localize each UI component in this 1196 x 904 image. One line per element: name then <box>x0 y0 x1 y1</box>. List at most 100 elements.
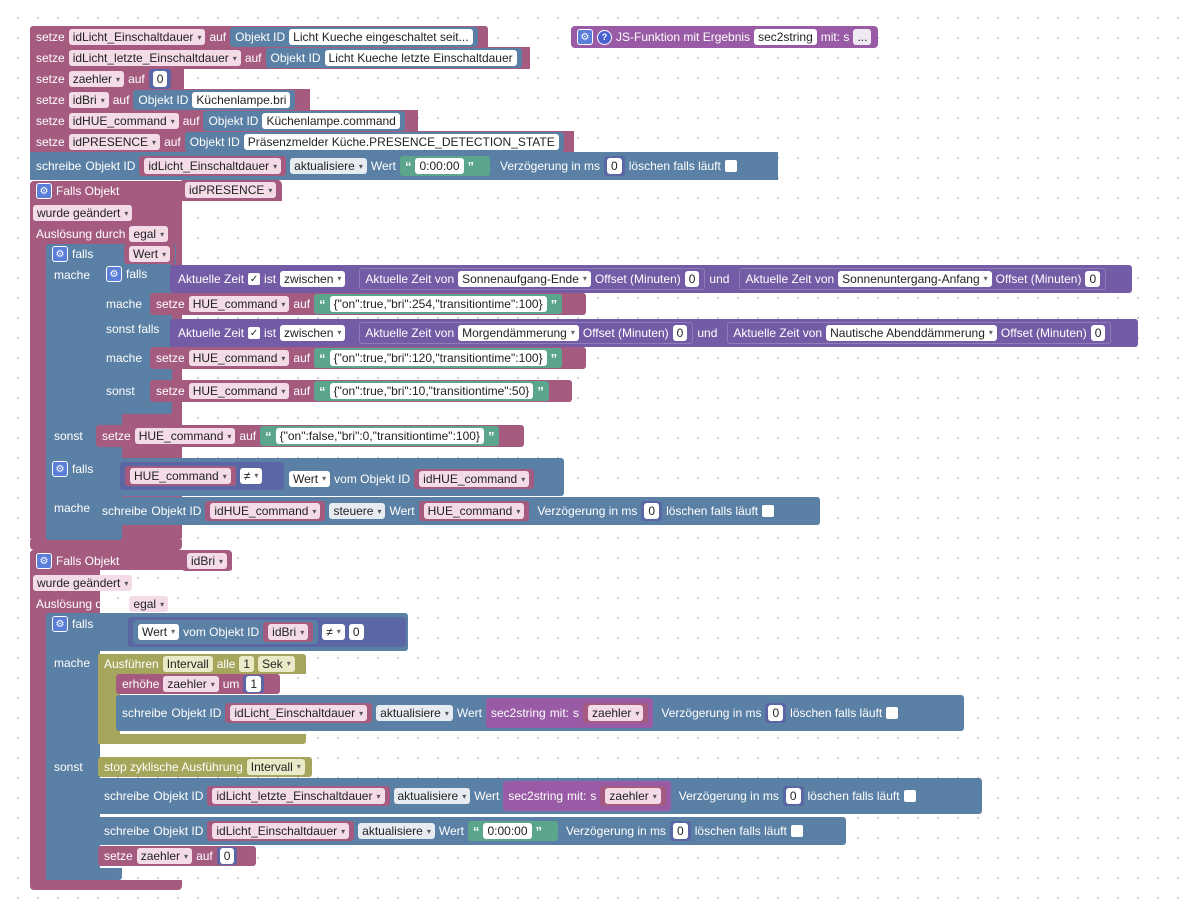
operator-dropdown[interactable]: ≠ <box>239 468 263 484</box>
variable-dropdown[interactable]: idHUE_command <box>419 471 530 487</box>
delay-field[interactable]: 0 <box>607 158 622 174</box>
object-id-block[interactable]: Objekt ID Küchenlampe.command <box>203 111 405 131</box>
set-zaehler-block[interactable]: setze zaehler auf 0 <box>98 846 256 866</box>
get-value-block[interactable]: Wert vom Objekt ID idBri <box>133 620 319 644</box>
text-block[interactable]: “ {"on":true,"bri":10,"transitiontime":5… <box>314 381 549 401</box>
check-icon[interactable]: ✓ <box>248 273 261 285</box>
astro-dropdown[interactable]: Morgendämmerung <box>458 325 579 341</box>
variable-dropdown[interactable]: zaehler <box>68 71 125 87</box>
range-dropdown[interactable]: zwischen <box>280 271 346 287</box>
trigger-dropdown[interactable]: egal <box>129 596 169 612</box>
attribute-dropdown[interactable]: Wert <box>289 471 331 487</box>
text-field[interactable]: {"on":true,"bri":120,"transitiontime":10… <box>329 350 547 366</box>
variable-dropdown[interactable]: idHUE_command <box>210 503 321 519</box>
set-block-1[interactable]: setze idLicht_Einschaltdauer auf Objekt … <box>30 26 488 48</box>
variable-getter[interactable]: HUE_command <box>125 466 236 486</box>
number-block[interactable]: 0 <box>782 786 804 806</box>
function-call-block[interactable]: sec2string mit: s zaehler <box>503 781 671 811</box>
mode-dropdown[interactable]: steuere <box>329 503 386 519</box>
mode-dropdown[interactable]: aktualisiere <box>290 158 367 174</box>
interval-unit-dropdown[interactable]: Sek <box>258 656 295 672</box>
delay-field[interactable]: 0 <box>673 823 688 839</box>
number-block[interactable]: 0 <box>641 501 663 521</box>
trigger-dropdown[interactable]: egal <box>129 226 169 242</box>
clear-if-running-checkbox[interactable] <box>724 160 737 172</box>
variable-dropdown[interactable]: idLicht_letzte_Einschaltdauer <box>68 50 241 66</box>
object-id-field[interactable]: Licht Kueche letzte Einschaltdauer <box>324 50 517 66</box>
check-icon[interactable]: ✓ <box>248 327 261 339</box>
mode-dropdown[interactable]: aktualisiere <box>376 705 453 721</box>
gear-icon[interactable]: ⚙ <box>577 29 593 45</box>
set-hue-block-off[interactable]: setze HUE_command auf “ {"on":false,"bri… <box>96 425 524 447</box>
function-more-button[interactable]: ... <box>853 29 872 45</box>
set-block-6[interactable]: setze idPRESENCE auf Objekt ID Präsenzme… <box>30 131 574 153</box>
delay-field[interactable]: 0 <box>785 788 801 804</box>
js-function-block[interactable]: ⚙ ? JS-Funktion mit Ergebnis sec2string … <box>571 26 878 48</box>
event-object-getter[interactable]: idPRESENCE <box>180 180 282 200</box>
gear-icon[interactable]: ⚙ <box>106 266 122 282</box>
variable-dropdown[interactable]: zaehler <box>136 848 193 864</box>
operator-dropdown[interactable]: ≠ <box>322 624 345 640</box>
help-icon[interactable]: ? <box>597 29 612 45</box>
variable-dropdown[interactable]: idBri <box>268 624 309 640</box>
variable-dropdown[interactable]: HUE_command <box>188 350 290 366</box>
stop-interval-block[interactable]: stop zyklische Ausführung Intervall <box>98 757 312 777</box>
attribute-dropdown[interactable]: Wert <box>138 624 180 640</box>
variable-getter[interactable]: zaehler <box>583 703 649 723</box>
variable-dropdown[interactable]: HUE_command <box>188 383 290 399</box>
value-getter[interactable]: Wert <box>124 244 176 264</box>
change-type-dropdown[interactable]: wurde geändert <box>33 575 133 591</box>
set-block-2[interactable]: setze idLicht_letzte_Einschaltdauer auf … <box>30 47 530 69</box>
variable-dropdown[interactable]: idPRESENCE <box>68 134 161 150</box>
variable-getter[interactable]: idLicht_Einschaltdauer <box>225 703 373 723</box>
offset-field[interactable]: 0 <box>1085 271 1101 287</box>
set-hue-block-1[interactable]: setze HUE_command auf “ {"on":true,"bri"… <box>150 293 586 315</box>
write-einschaltdauer-block[interactable]: schreibe Objekt ID idLicht_Einschaltdaue… <box>116 695 964 731</box>
variable-dropdown[interactable]: HUE_command <box>130 468 231 484</box>
delay-field[interactable]: 0 <box>644 503 660 519</box>
object-id-block[interactable]: Objekt ID Küchenlampe.bri <box>133 90 296 110</box>
astro-dropdown[interactable]: Sonnenuntergang-Anfang <box>838 271 992 287</box>
variable-getter[interactable]: idLicht_Einschaltdauer <box>207 821 355 841</box>
mode-dropdown[interactable]: aktualisiere <box>393 788 471 804</box>
text-field[interactable]: 0:00:00 <box>415 158 464 174</box>
offset-field[interactable]: 0 <box>672 325 688 341</box>
interval-name-field[interactable]: Intervall <box>162 656 213 672</box>
offset-field[interactable]: 0 <box>1090 325 1106 341</box>
number-block[interactable]: 0 <box>148 69 172 89</box>
time-compare-block-2[interactable]: Aktuelle Zeit ✓ ist zwischen Aktuelle Ze… <box>170 319 1138 347</box>
write-block-header[interactable]: schreibe Objekt ID idLicht_Einschaltdaue… <box>30 152 778 180</box>
astro-dropdown[interactable]: Nautische Abenddämmerung <box>826 325 997 341</box>
text-block[interactable]: “ 0:00:00 ” <box>399 156 490 176</box>
number-field[interactable]: 1 <box>246 676 262 692</box>
text-field[interactable]: {"on":true,"bri":10,"transitiontime":50} <box>329 383 534 399</box>
variable-getter[interactable]: idHUE_command <box>414 469 535 489</box>
text-field[interactable]: 0:00:00 <box>483 823 532 839</box>
mode-dropdown[interactable]: aktualisiere <box>358 823 435 839</box>
variable-dropdown[interactable]: idHUE_command <box>68 113 179 129</box>
number-block[interactable]: 0 <box>765 703 787 723</box>
variable-dropdown[interactable]: zaehler <box>605 788 661 804</box>
compare-block[interactable]: Wert vom Objekt ID idBri ≠ 0 <box>128 617 406 647</box>
text-block[interactable]: “ {"on":false,"bri":0,"transitiontime":1… <box>260 426 500 446</box>
variable-dropdown[interactable]: idLicht_Einschaltdauer <box>212 823 350 839</box>
variable-dropdown[interactable]: zaehler <box>588 705 644 721</box>
get-value-block[interactable]: Wert vom Objekt ID idHUE_command <box>284 465 540 493</box>
time-of-block[interactable]: Aktuelle Zeit von Sonnenaufgang-Ende Off… <box>359 268 706 290</box>
interval-value-field[interactable]: 1 <box>239 656 255 672</box>
time-of-block[interactable]: Aktuelle Zeit von Sonnenuntergang-Anfang… <box>739 268 1107 290</box>
number-block[interactable]: 0 <box>670 821 691 841</box>
write-reset-block[interactable]: schreibe Objekt ID idLicht_Einschaltdaue… <box>98 817 846 845</box>
object-id-field[interactable]: Küchenlampe.bri <box>192 92 291 108</box>
clear-if-running-checkbox[interactable] <box>886 707 899 719</box>
set-block-3[interactable]: setze zaehler auf 0 <box>30 68 184 90</box>
variable-dropdown[interactable]: HUE_command <box>423 503 525 519</box>
gear-icon[interactable]: ⚙ <box>52 461 68 477</box>
object-id-field[interactable]: Küchenlampe.command <box>262 113 400 129</box>
write-hue-command-block[interactable]: schreibe Objekt ID idHUE_command steuere… <box>96 497 820 525</box>
variable-dropdown[interactable]: idLicht_Einschaltdauer <box>68 29 206 45</box>
change-type-dropdown[interactable]: wurde geändert <box>33 205 133 221</box>
time-of-block[interactable]: Aktuelle Zeit von Nautische Abenddämmeru… <box>727 322 1112 344</box>
set-block-4[interactable]: setze idBri auf Objekt ID Küchenlampe.br… <box>30 89 310 111</box>
range-dropdown[interactable]: zwischen <box>280 325 346 341</box>
